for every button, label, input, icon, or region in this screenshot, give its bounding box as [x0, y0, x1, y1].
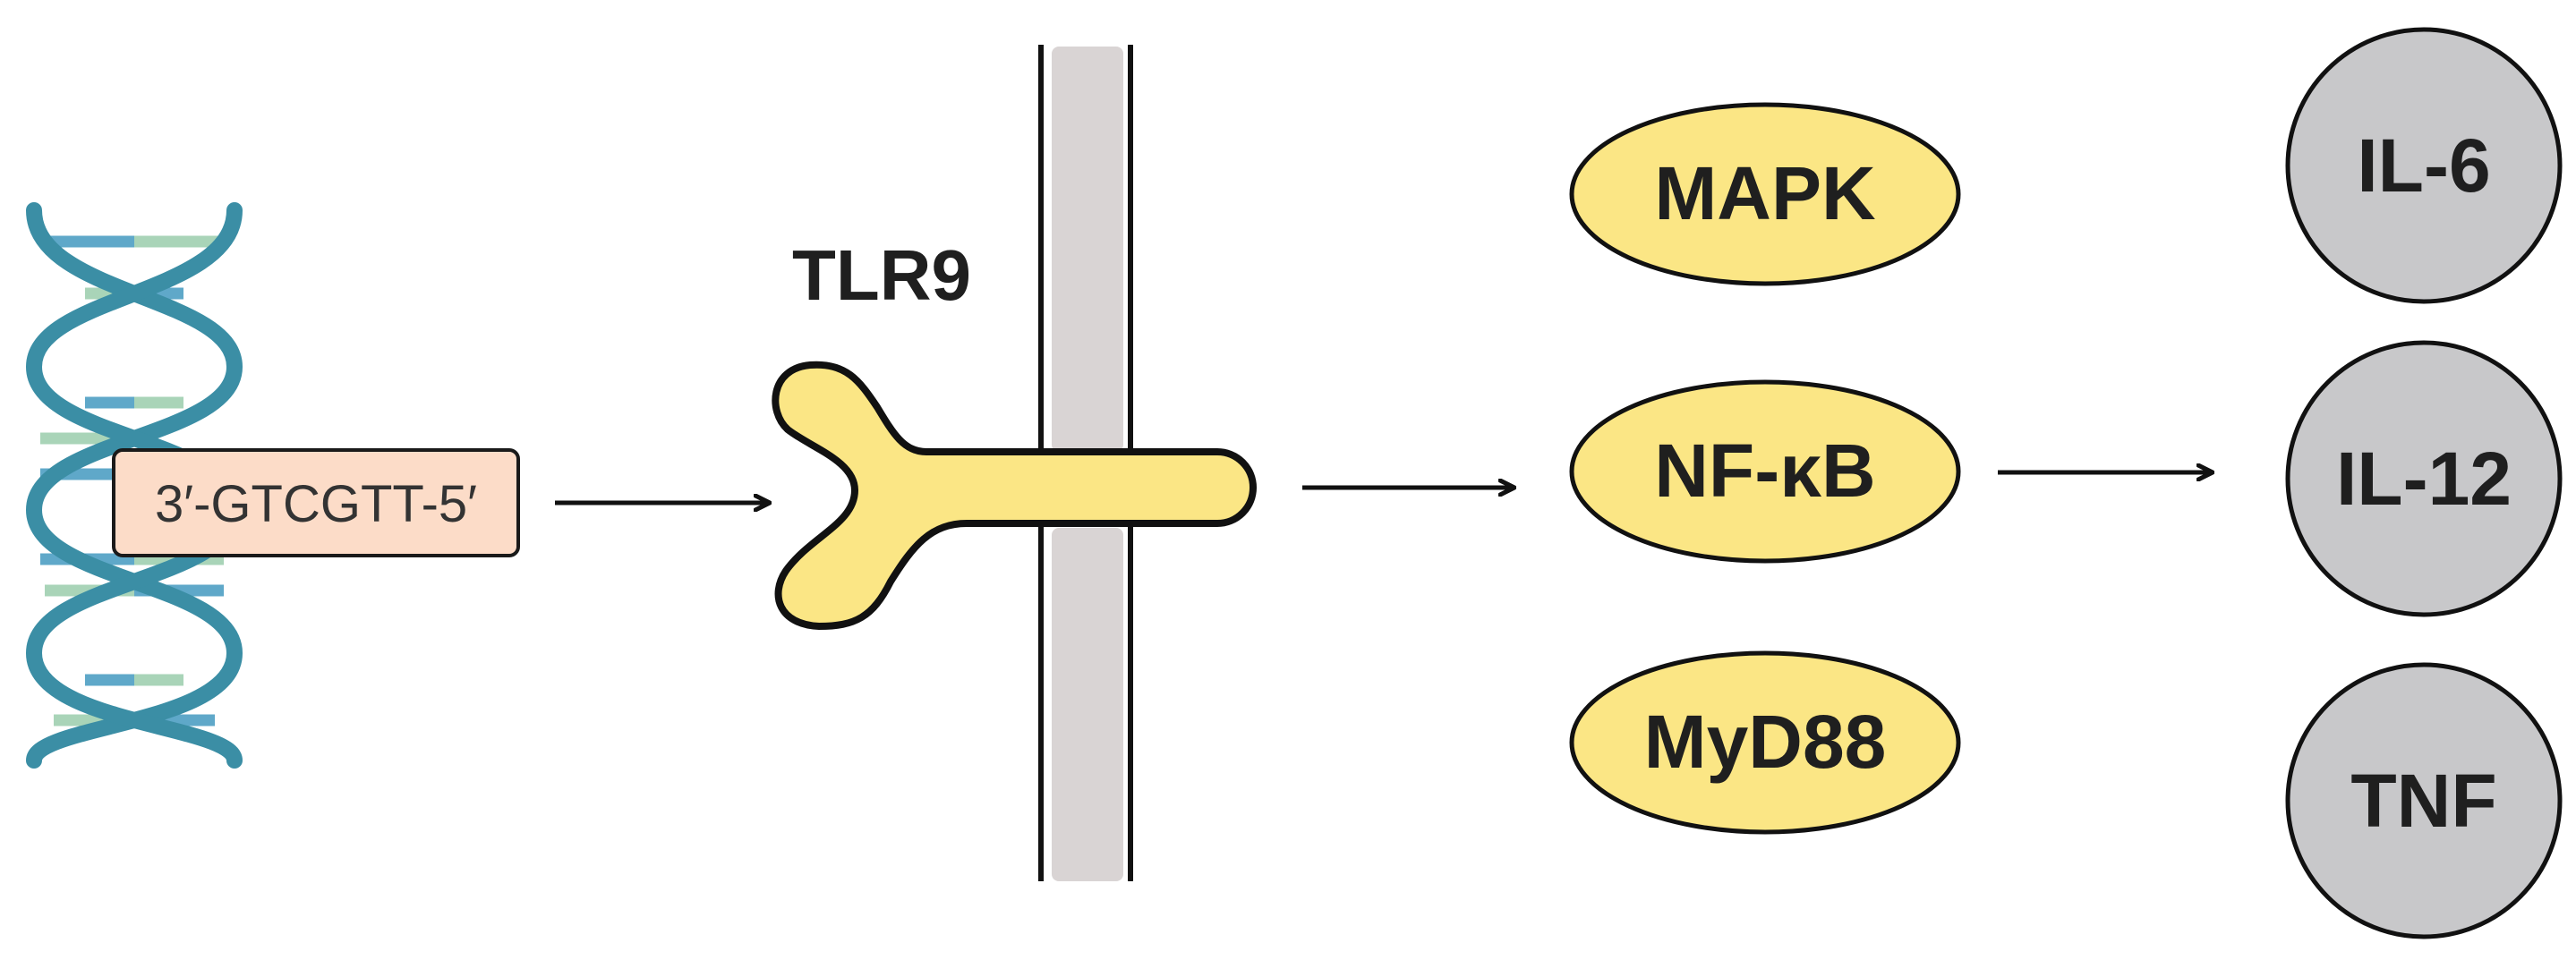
signaling-item-myd88: MyD88: [1569, 650, 1961, 835]
signaling-label: MAPK: [1654, 151, 1875, 235]
cytokine-label: IL-6: [2357, 123, 2490, 208]
cytokine-tnf: TNF: [2285, 662, 2563, 939]
cytokine-il6: IL-6: [2285, 27, 2563, 304]
cytokine-label: IL-12: [2336, 437, 2512, 521]
cytokines: IL-6 IL-12 TNF: [2285, 27, 2563, 939]
membrane-upper-segment: [1052, 47, 1123, 452]
signaling-label: MyD88: [1644, 700, 1887, 784]
sequence-label: 3′-GTCGTT-5′: [112, 448, 520, 557]
cell-membrane: [1038, 45, 1133, 881]
signaling-item-mapk: MAPK: [1569, 102, 1961, 286]
signaling-molecules: MAPK NF-κB MyD88: [1569, 102, 1961, 835]
sequence-label-box: [112, 448, 520, 557]
tlr9-receptor-icon: [772, 361, 1257, 630]
signaling-item-nfkb: NF-κB: [1569, 379, 1961, 564]
membrane-lower-segment: [1052, 528, 1123, 881]
cytokine-label: TNF: [2350, 759, 2496, 843]
cytokine-il12: IL-12: [2285, 340, 2563, 617]
sequence-text: 3′-GTCGTT-5′: [155, 475, 477, 533]
tlr9-label: TLR9: [792, 235, 971, 315]
signaling-label: NF-κB: [1654, 429, 1875, 513]
